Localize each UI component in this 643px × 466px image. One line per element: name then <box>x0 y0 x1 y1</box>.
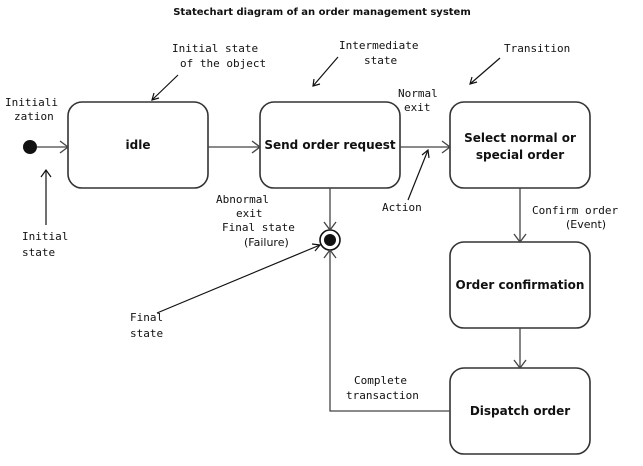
state-send-order-request-label: Send order request <box>264 138 396 152</box>
state-select-order: Select normal or special order <box>449 101 591 189</box>
label-complete-transaction-line2: transaction <box>346 389 419 402</box>
label-initial-state-line1: Initial <box>22 230 68 243</box>
transition-send-to-select <box>400 140 452 154</box>
label-abnormal-exit-line1: Abnormal <box>216 193 269 206</box>
label-initial-state-line2: state <box>22 246 55 259</box>
pointer-transition <box>469 57 501 85</box>
state-send-order-request: Send order request <box>259 101 401 189</box>
transition-send-to-final <box>323 188 337 232</box>
label-transition: Transition <box>504 42 570 55</box>
label-initialization-line2: zation <box>14 110 54 123</box>
pointer-final-state <box>156 243 322 314</box>
transition-confirmation-to-dispatch <box>513 328 527 370</box>
label-abnormal-exit-line2: exit <box>236 207 263 220</box>
state-idle-label: idle <box>126 138 151 152</box>
final-state-marker <box>319 229 341 251</box>
label-final-state-line2: state <box>130 327 163 340</box>
state-dispatch-order: Dispatch order <box>449 367 591 455</box>
label-initialization-line1: Initiali <box>5 96 58 109</box>
label-normal-exit-line1: Normal <box>398 87 438 100</box>
label-final-state-failure-line2: (Failure) <box>244 236 289 249</box>
label-initial-state-of-object-line2: of the object <box>180 57 266 70</box>
transition-idle-to-send <box>208 140 262 154</box>
state-dispatch-order-label: Dispatch order <box>470 404 570 418</box>
label-intermediate-state-line2: state <box>364 54 397 67</box>
state-select-order-label-line1: Select normal or <box>464 131 576 145</box>
state-order-confirmation: Order confirmation <box>449 241 591 329</box>
label-action: Action <box>382 201 422 214</box>
pointer-initial-state-of-object <box>151 74 179 101</box>
pointer-initial-state <box>40 168 52 225</box>
state-idle: idle <box>67 101 209 189</box>
label-confirm-order-line2: (Event) <box>566 218 606 231</box>
transition-dispatch-to-final <box>323 248 450 412</box>
initial-state-dot <box>23 140 37 154</box>
state-select-order-label-line2: special order <box>476 148 564 162</box>
label-final-state-failure-line1: Final state <box>222 221 295 234</box>
state-idle-box <box>67 101 209 189</box>
transition-initial-to-idle <box>37 140 70 154</box>
state-select-order-box <box>449 101 591 189</box>
label-initial-state-of-object-line1: Initial state <box>172 42 258 55</box>
label-final-state-line1: Final <box>130 311 163 324</box>
pointer-intermediate-state <box>312 56 339 87</box>
state-order-confirmation-label: Order confirmation <box>456 278 585 292</box>
transition-select-to-confirmation <box>513 188 527 244</box>
diagram-title: Statechart diagram of an order managemen… <box>173 7 471 18</box>
label-intermediate-state-line1: Intermediate <box>339 39 418 52</box>
final-state-dot <box>324 234 336 246</box>
pointer-action <box>407 148 430 201</box>
label-normal-exit-line2: exit <box>404 101 431 114</box>
label-complete-transaction-line1: Complete <box>354 374 407 387</box>
label-confirm-order-line1: Confirm order <box>532 204 618 217</box>
